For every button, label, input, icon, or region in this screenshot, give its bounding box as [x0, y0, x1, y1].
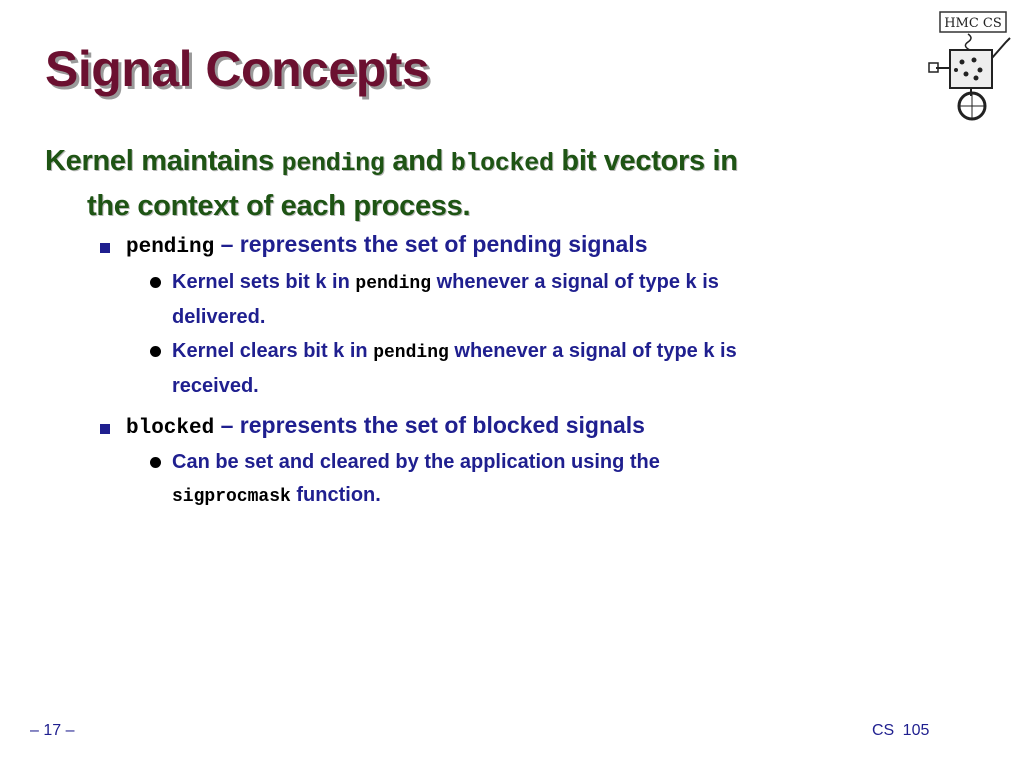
bullet-code: pending [126, 236, 215, 259]
blocked-code: blocked [450, 149, 554, 178]
sub-line2: received. [172, 375, 259, 397]
main-point-suffix: bit vectors in [553, 145, 738, 177]
round-bullet-icon [150, 457, 161, 468]
sub-post: whenever a signal of type k is [431, 271, 719, 293]
square-bullet-icon [100, 243, 110, 253]
main-point-mid: and [384, 145, 451, 177]
sub-pre: Kernel sets bit k in [172, 271, 356, 293]
sub-code: sigprocmask [172, 487, 291, 507]
main-point-prefix: Kernel maintains [45, 145, 282, 177]
bullet-code: blocked [126, 417, 215, 440]
bullet-text: – represents the set of blocked signals [214, 412, 645, 438]
slide-title: Signal Concepts [45, 41, 430, 97]
sub-post: whenever a signal of type k is [448, 340, 737, 362]
page-number: – 17 – [30, 722, 75, 739]
hmc-cs-robot-logo: HMC CS [928, 11, 1011, 121]
course-label: CS 105 [872, 722, 930, 739]
pending-code: pending [281, 149, 385, 178]
sub-pre: Can be set and cleared by the applicatio… [172, 451, 660, 473]
sub-post: function. [290, 484, 381, 506]
sub-code: pending [355, 274, 432, 294]
round-bullet-icon [150, 346, 161, 357]
square-bullet-icon [100, 424, 110, 434]
svg-text:HMC CS: HMC CS [944, 16, 1002, 31]
main-point-line2: the context of each process. [87, 190, 471, 222]
sub-pre: Kernel clears bit k in [172, 340, 374, 362]
sub-code: pending [373, 343, 449, 363]
bullet-text: – represents the set of pending signals [214, 231, 648, 257]
main-point: Kernel maintains pending and blocked bit… [45, 140, 945, 227]
sub-line2: delivered. [172, 306, 266, 328]
round-bullet-icon [150, 277, 161, 288]
